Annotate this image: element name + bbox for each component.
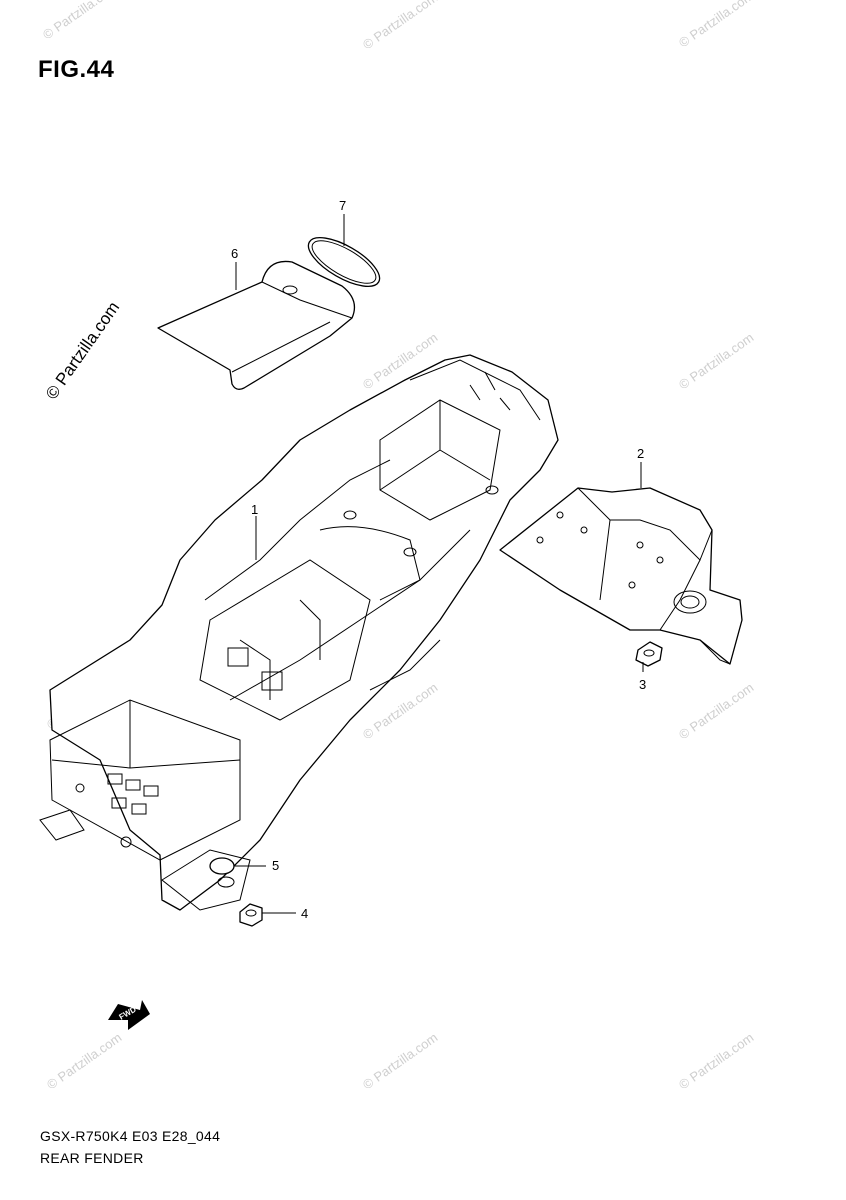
callout-3: 3 bbox=[639, 677, 646, 692]
part-6-pad bbox=[157, 260, 356, 390]
callout-6: 6 bbox=[231, 246, 238, 261]
part-2-license-bracket bbox=[499, 487, 743, 665]
footer-assembly-name: REAR FENDER bbox=[40, 1150, 144, 1166]
part-4-bolt bbox=[239, 903, 263, 927]
callout-4: 4 bbox=[301, 906, 308, 921]
part-5-grommet bbox=[209, 857, 235, 875]
part-7-band bbox=[307, 237, 381, 287]
fwd-arrow-icon: FWD bbox=[108, 1000, 150, 1030]
part-3-nut bbox=[635, 641, 663, 667]
footer-model-code: GSX-R750K4 E03 E28_044 bbox=[40, 1128, 221, 1144]
part-1-rear-fender bbox=[39, 354, 559, 911]
callout-7: 7 bbox=[339, 198, 346, 213]
figure-title: FIG.44 bbox=[38, 56, 115, 83]
callout-1: 1 bbox=[251, 502, 258, 517]
callout-2: 2 bbox=[637, 446, 644, 461]
callout-5: 5 bbox=[272, 858, 279, 873]
leader-lines bbox=[234, 214, 644, 914]
